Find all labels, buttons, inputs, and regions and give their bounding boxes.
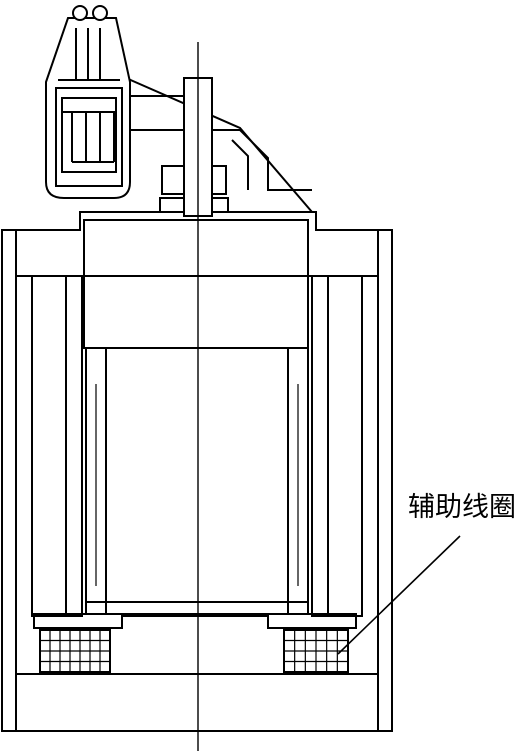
terminal-knob-right <box>92 5 108 21</box>
auxiliary-coil-right <box>283 629 349 673</box>
auxiliary-coil-left <box>39 629 111 673</box>
leader-line <box>337 535 461 655</box>
top-core <box>83 219 309 349</box>
base-block <box>15 628 379 732</box>
auxiliary-coil-label: 辅助线圈 <box>408 492 516 523</box>
bottom-plates <box>33 613 357 629</box>
main-coil <box>85 347 309 615</box>
terminal-knob-left <box>72 5 88 21</box>
operating-box <box>45 5 131 199</box>
right-side-yoke <box>311 275 363 617</box>
top-mechanism <box>125 77 313 213</box>
left-side-yoke <box>31 275 83 617</box>
